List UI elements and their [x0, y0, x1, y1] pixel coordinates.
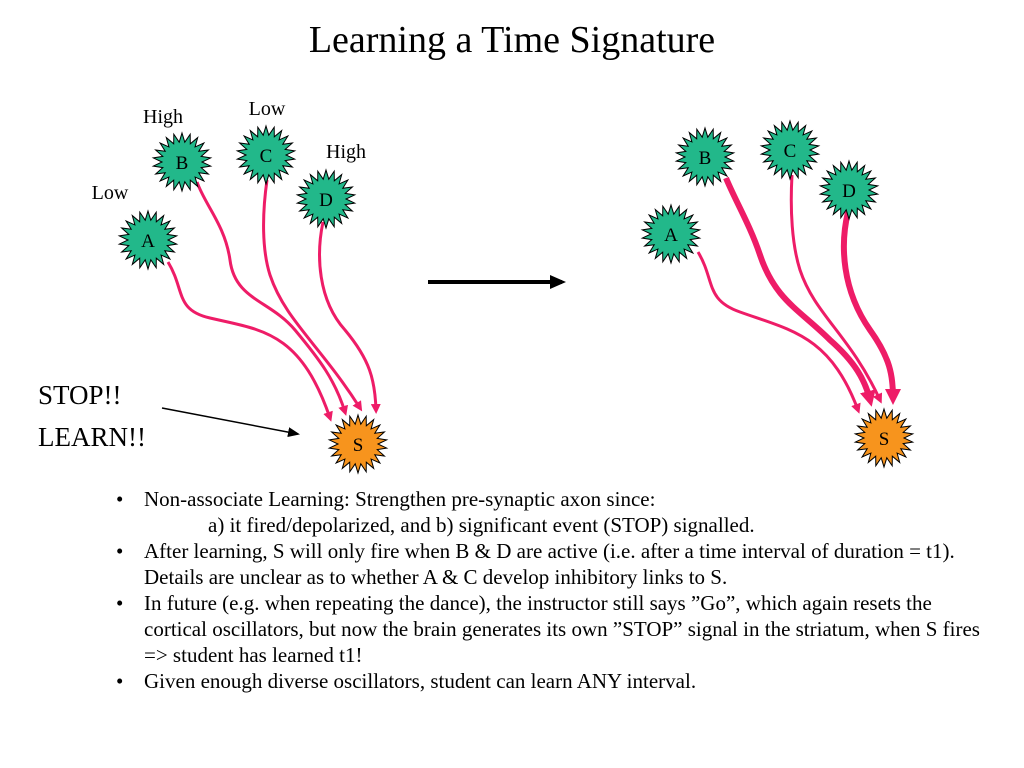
right-neuron-b-star — [674, 126, 736, 188]
right-neuron-s: S — [853, 407, 915, 469]
weight-label-d: High — [326, 141, 366, 163]
right-synapse-a-s — [696, 251, 861, 414]
learn-text: LEARN!! — [38, 422, 146, 452]
slide-title: Learning a Time Signature — [308, 19, 716, 61]
stop-text: STOP!! — [38, 380, 122, 410]
bullet-item: • Non-associate Learning: Strengthen pre… — [110, 486, 990, 538]
right-neuron-b: B — [674, 126, 736, 188]
weight-label-a: Low — [92, 182, 129, 204]
bullet-dot: • — [116, 591, 124, 615]
left-neuron-d-star — [295, 168, 357, 230]
left-neuron-d: D — [295, 168, 357, 230]
left-synapse-c-s — [262, 179, 363, 412]
right-neuron-c: C — [759, 119, 821, 181]
right-neuron-s-star — [853, 407, 915, 469]
right-neuron-b-label: B — [699, 148, 712, 169]
left-neuron-s-label: S — [353, 435, 364, 456]
stop-pointer-arrow — [161, 407, 300, 438]
left-neuron-s-star — [327, 413, 389, 475]
left-synapse-b-s — [195, 181, 348, 416]
bullet-item: • After learning, S will only fire when … — [110, 538, 990, 590]
left-neuron-b-label: B — [176, 153, 189, 174]
right-neuron-a-star — [640, 203, 702, 265]
left-neuron-b-star — [151, 131, 213, 193]
left-neuron-a-star — [117, 209, 179, 271]
right-synapse-c-s — [789, 174, 883, 404]
left-neuron-a-label: A — [141, 231, 155, 252]
right-neuron-c-star — [759, 119, 821, 181]
left-synapses — [166, 179, 381, 422]
weight-label-b: High — [143, 106, 183, 128]
left-neuron-a: A — [117, 209, 179, 271]
bullet-text: Given enough diverse oscillators, studen… — [144, 669, 697, 693]
left-neuron-b: B — [151, 131, 213, 193]
right-synapse-b-s — [723, 176, 876, 407]
left-synapse-d-s — [318, 221, 381, 414]
left-neuron-c-star — [235, 124, 297, 186]
bullet-list: • Non-associate Learning: Strengthen pre… — [110, 486, 990, 694]
bullet-item: • In future (e.g. when repeating the dan… — [110, 590, 990, 668]
weight-label-c: Low — [249, 98, 286, 120]
left-neuron-c-label: C — [260, 146, 273, 167]
bullet-dot: • — [116, 487, 124, 511]
bullet-dot: • — [116, 539, 124, 563]
right-neuron-d-star — [818, 159, 880, 221]
bullet-dot: • — [116, 669, 124, 693]
bullet-text: Non-associate Learning: Strengthen pre-s… — [144, 487, 656, 511]
right-neuron-d: D — [818, 159, 880, 221]
left-neuron-d-label: D — [319, 190, 333, 211]
left-neuron-s: S — [327, 413, 389, 475]
bullet-text: After learning, S will only fire when B … — [144, 539, 955, 589]
diagram: A B C D S A B C D S High Low High Low STOP!! LEAR… — [38, 98, 915, 475]
left-synapse-a-s — [166, 261, 333, 422]
bullet-item: • Given enough diverse oscillators, stud… — [110, 668, 990, 694]
right-synapse-d-s — [840, 211, 901, 405]
left-neuron-c: C — [235, 124, 297, 186]
right-neuron-d-label: D — [842, 181, 856, 202]
right-neuron-c-label: C — [784, 141, 797, 162]
right-neuron-a: A — [640, 203, 702, 265]
bullet-subtext: a) it fired/depolarized, and b) signific… — [208, 513, 755, 537]
right-neuron-s-label: S — [879, 429, 890, 450]
right-synapses — [696, 174, 901, 414]
right-neuron-a-label: A — [664, 225, 678, 246]
bullet-text: In future (e.g. when repeating the dance… — [144, 591, 980, 667]
